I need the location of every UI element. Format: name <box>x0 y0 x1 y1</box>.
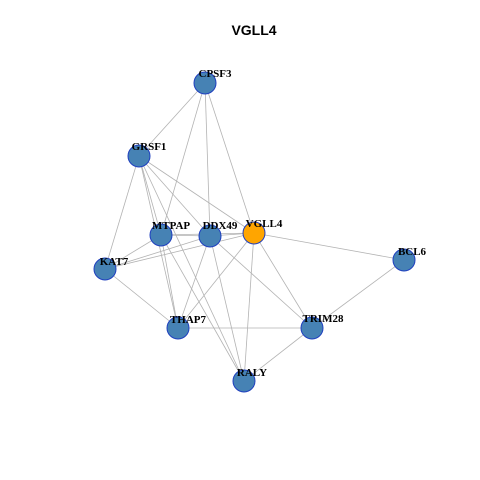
edge-cpsf3-ddx49 <box>204 82 211 237</box>
edge-layer <box>104 82 405 382</box>
edge-mtpap-raly <box>160 234 245 382</box>
node-vgll4[interactable] <box>242 221 266 245</box>
node-label-bcl6: BCL6 <box>398 246 427 258</box>
node-layer <box>93 71 416 393</box>
node-label-ddx49: DDX49 <box>203 220 238 232</box>
node-ddx49[interactable] <box>198 224 222 248</box>
node-label-raly: RALY <box>237 367 267 379</box>
edge-ddx49-trim28 <box>209 235 313 329</box>
node-label-grsf1: GRSF1 <box>132 141 167 153</box>
node-label-mtpap: MTPAP <box>152 220 191 232</box>
diagram-title: VGLL4 <box>231 22 276 38</box>
edge-ddx49-thap7 <box>177 235 211 329</box>
node-mtpap[interactable] <box>149 223 173 247</box>
node-kat7[interactable] <box>93 257 117 281</box>
node-raly[interactable] <box>232 369 256 393</box>
edge-grsf1-vgll4 <box>138 155 255 234</box>
edge-cpsf3-vgll4 <box>204 82 255 234</box>
node-trim28[interactable] <box>300 316 324 340</box>
edge-trim28-raly <box>243 327 313 382</box>
edge-ddx49-raly <box>209 235 245 382</box>
edge-grsf1-raly <box>138 155 245 382</box>
edge-cpsf3-grsf1 <box>138 82 206 157</box>
edge-vgll4-raly <box>243 232 255 382</box>
edge-vgll4-kat7 <box>104 232 255 270</box>
node-grsf1[interactable] <box>127 144 151 168</box>
edge-vgll4-thap7 <box>177 232 255 329</box>
edge-grsf1-ddx49 <box>138 155 211 237</box>
edge-ddx49-kat7 <box>104 235 211 270</box>
edge-grsf1-mtpap <box>138 155 162 236</box>
node-label-cpsf3: CPSF3 <box>199 68 233 80</box>
node-label-thap7: THAP7 <box>170 314 207 326</box>
node-label-kat7: KAT7 <box>100 256 129 268</box>
node-label-trim28: TRIM28 <box>303 313 344 325</box>
edge-cpsf3-mtpap <box>160 82 206 236</box>
edge-vgll4-trim28 <box>253 232 313 329</box>
node-label-vgll4: VGLL4 <box>246 218 283 230</box>
node-thap7[interactable] <box>166 316 190 340</box>
edge-kat7-thap7 <box>104 268 179 329</box>
edge-grsf1-kat7 <box>104 155 140 270</box>
edge-vgll4-bcl6 <box>253 232 405 261</box>
node-bcl6[interactable] <box>392 248 416 272</box>
edge-bcl6-trim28 <box>311 259 405 329</box>
node-cpsf3[interactable] <box>193 71 217 95</box>
